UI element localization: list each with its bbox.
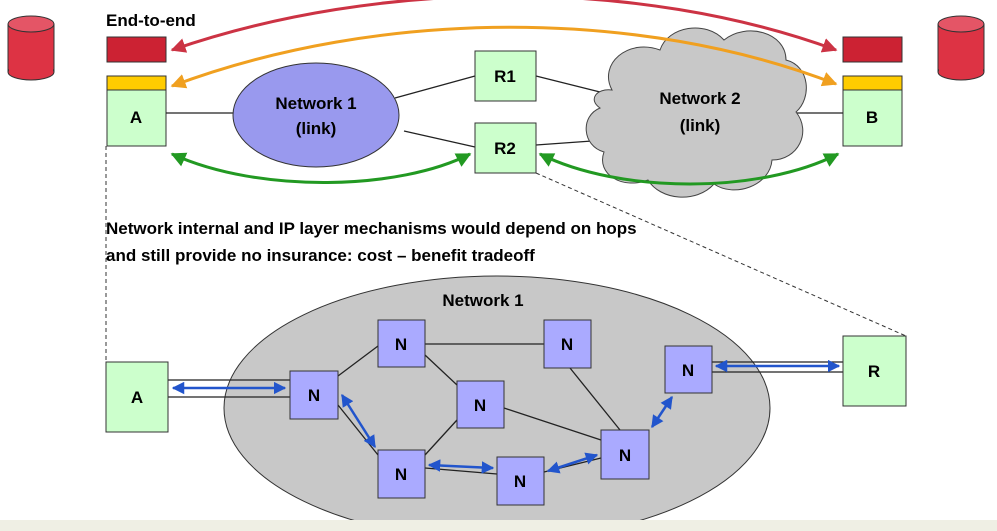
transport-arrow: [170, 25, 838, 89]
node-n-4-label: N: [474, 396, 486, 415]
node-n-8-label: N: [619, 446, 631, 465]
network-1-sublabel: (link): [296, 119, 337, 138]
host-a-layer-stripe: [106, 75, 167, 91]
node-n-4: N: [456, 380, 505, 429]
network-2-label: Network 2: [659, 89, 740, 108]
zoom-line-right: [535, 172, 907, 337]
left-disk-icon: [7, 15, 55, 81]
router-r1-label: R1: [494, 67, 516, 86]
router-r2-label: R2: [494, 139, 516, 158]
node-n-8: N: [600, 429, 650, 480]
caption-line-2: and still provide no insurance: cost – b…: [106, 246, 535, 265]
caption-line-1: Network internal and IP layer mechanisms…: [106, 219, 637, 238]
network-1-ellipse: [232, 62, 400, 168]
node-n-3-label: N: [561, 335, 573, 354]
end-to-end-arrow: [170, 0, 838, 53]
node-n-3: N: [543, 319, 592, 369]
router-r-bottom: [842, 335, 907, 407]
right-disk-icon: [937, 15, 985, 81]
host-a-top-label: A: [130, 108, 142, 127]
hop-arrow-a-r2: [170, 152, 472, 184]
node-n-6-label: N: [395, 465, 407, 484]
node-n-6: N: [377, 449, 426, 499]
network-1-detail-title: Network 1: [442, 291, 523, 310]
end-to-end-label: End-to-end: [106, 11, 196, 30]
host-b-top-label: B: [866, 108, 878, 127]
link-arrows: [171, 359, 841, 474]
host-b-top: [842, 89, 903, 147]
host-a-top: [106, 89, 167, 147]
node-n-7-label: N: [514, 472, 526, 491]
network-2-sublabel: (link): [680, 116, 721, 135]
host-a-bottom-label: A: [131, 388, 143, 407]
host-b-application-buffer: [842, 36, 903, 63]
node-n-1-label: N: [308, 386, 320, 405]
hop-arrow-r2-b: [538, 152, 840, 186]
router-r-bottom-label: R: [868, 362, 880, 381]
host-a-bottom: [105, 361, 169, 433]
node-n-2: N: [377, 319, 426, 368]
node-n-5: N: [664, 345, 713, 394]
node-n-7: N: [496, 456, 545, 506]
node-n-5-label: N: [682, 361, 694, 380]
network-2-cloud-icon: [585, 27, 807, 198]
host-a-application-buffer: [106, 36, 167, 63]
slide-footer-band: [0, 520, 997, 531]
router-r2: [474, 122, 537, 174]
node-n-2-label: N: [395, 335, 407, 354]
host-b-layer-stripe: [842, 75, 903, 91]
node-n-1: N: [289, 370, 339, 420]
network-1-label: Network 1: [275, 94, 356, 113]
